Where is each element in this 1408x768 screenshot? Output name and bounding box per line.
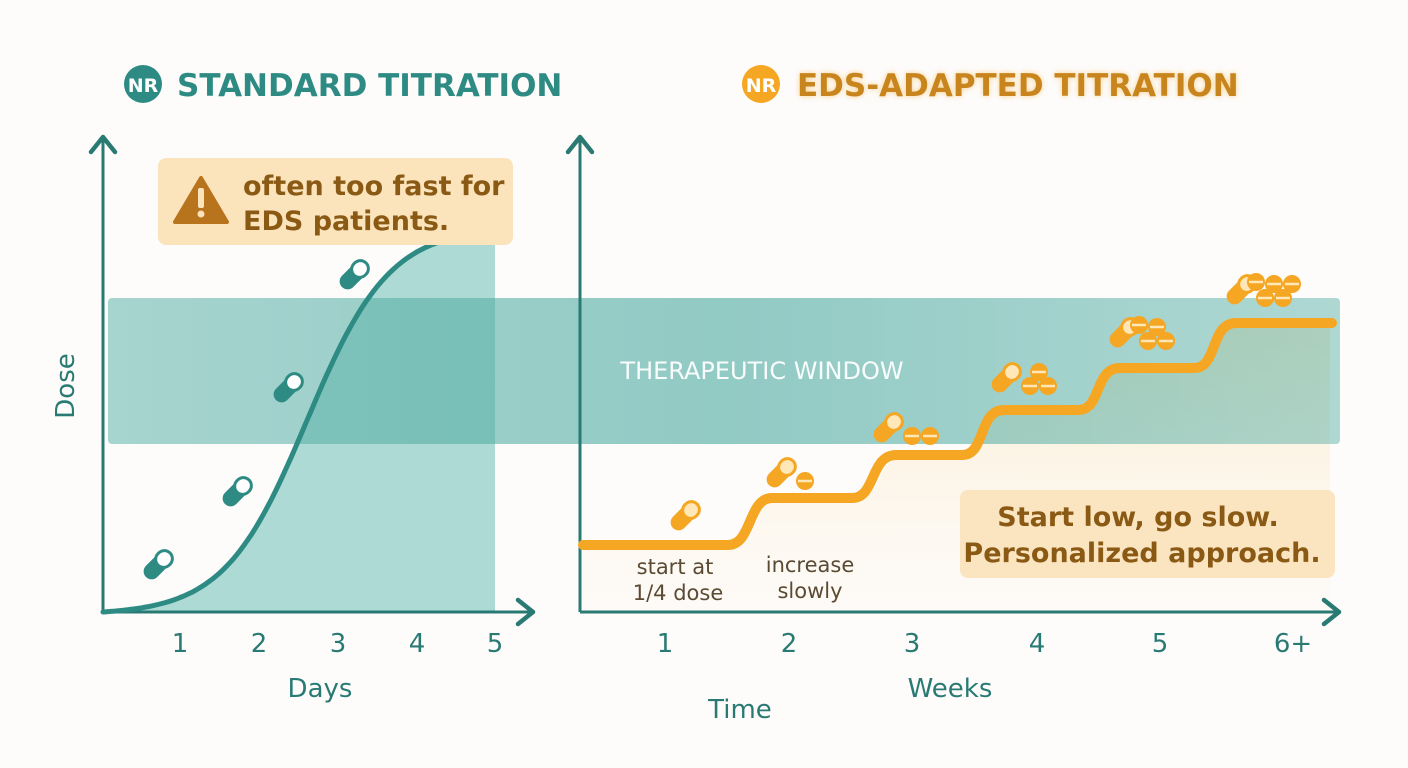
standard-tick: 3 — [330, 629, 347, 659]
capsule-icon — [273, 372, 304, 403]
pill-group-icon — [766, 457, 814, 490]
nr-badge-icon: NR — [742, 65, 780, 103]
standard-callout-line-1: often too fast for — [243, 171, 505, 202]
pill-group-icon — [670, 500, 701, 531]
eds-tick: 2 — [781, 629, 798, 659]
svg-text:NR: NR — [746, 75, 777, 97]
standard-pills — [143, 259, 370, 580]
eds-dose-staircase — [578, 318, 1337, 550]
standard-x-label: Days — [288, 674, 353, 704]
step2-note-line-2: slowly — [777, 579, 842, 603]
capsule-icon — [339, 259, 370, 290]
standard-title: NR STANDARD TITRATION — [124, 65, 562, 104]
eds-advice-callout: Start low, go slow. Personalized approac… — [960, 490, 1335, 578]
standard-x-ticks: 1 2 3 4 5 — [172, 629, 504, 659]
eds-x-label: Weeks — [908, 674, 993, 704]
standard-dose-curve — [100, 234, 459, 615]
warning-triangle-icon — [173, 176, 229, 224]
eds-title-text: EDS-ADAPTED TITRATION — [797, 68, 1239, 104]
therapeutic-window-label: THERAPEUTIC WINDOW — [619, 357, 903, 385]
step1-note-line-2: 1/4 dose — [633, 581, 724, 605]
eds-tick: 6+ — [1274, 629, 1312, 659]
capsule-icon — [143, 549, 174, 580]
pill-group-icon — [1109, 316, 1175, 350]
eds-tick: 4 — [1029, 629, 1046, 659]
eds-tick: 5 — [1152, 629, 1169, 659]
capsule-icon — [222, 476, 253, 507]
dose-y-label: Dose — [51, 353, 81, 418]
nr-badge-icon: NR — [124, 65, 162, 103]
shared-time-label: Time — [707, 695, 772, 725]
eds-callout-line-1: Start low, go slow. — [997, 502, 1279, 533]
pill-group-icon — [873, 412, 939, 445]
eds-tick: 3 — [904, 629, 921, 659]
step2-note-line-1: increase — [766, 553, 855, 577]
svg-text:NR: NR — [128, 75, 159, 97]
step1-note-line-1: start at — [637, 555, 714, 579]
standard-tick: 1 — [172, 629, 189, 659]
eds-tick: 1 — [657, 629, 674, 659]
eds-pill-groups — [670, 273, 1301, 531]
standard-title-text: STANDARD TITRATION — [177, 68, 562, 104]
standard-tick: 5 — [487, 629, 504, 659]
eds-callout-line-2: Personalized approach. — [963, 538, 1320, 569]
eds-title: EDS-ADAPTED TITRATION NR EDS-ADAPTED TIT… — [742, 65, 1239, 104]
pill-group-icon — [991, 362, 1057, 395]
pill-group-icon — [1226, 273, 1301, 307]
standard-warning-callout: often too fast for EDS patients. — [158, 158, 513, 245]
eds-x-ticks: 1 2 3 4 5 6+ — [657, 629, 1312, 659]
standard-tick: 2 — [251, 629, 268, 659]
standard-callout-line-2: EDS patients. — [243, 206, 449, 237]
eds-title-glow: EDS-ADAPTED TITRATION — [797, 68, 1239, 104]
standard-tick: 4 — [409, 629, 426, 659]
